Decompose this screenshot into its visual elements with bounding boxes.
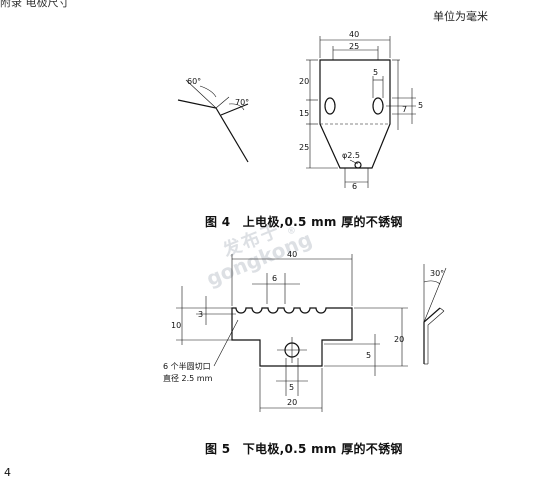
fig5-dim-pitch: 6 xyxy=(272,274,277,283)
fig5-note-line2: 直径 2.5 mm xyxy=(163,373,213,383)
fig5-dim-tab-w: 20 xyxy=(287,398,297,407)
fig5-dim-top-h: 10 xyxy=(171,321,181,330)
fig4-dim-height-top: 20 xyxy=(299,77,309,86)
fig4-angle-top: 60° xyxy=(187,77,201,86)
fig5-angle: 30° xyxy=(430,269,444,278)
fig5-dim-width: 40 xyxy=(287,250,297,259)
fig5-side-view: 30° xyxy=(423,264,447,365)
fig4-dim-hole-h: 5 xyxy=(418,101,423,110)
fig5-dim-tab-slot: 5 xyxy=(289,383,294,392)
fig4-dim-height-bot: 25 xyxy=(299,143,309,152)
fig5-note-line1: 6 个半圆切口 xyxy=(163,361,211,371)
fig4-side-view: 60° 70° xyxy=(177,77,249,163)
fig4-dim-tip: 6 xyxy=(352,182,357,191)
fig5-dim-total-h: 20 xyxy=(394,335,404,344)
units-note: 单位为毫米 xyxy=(433,10,488,23)
fig5-front-view: 40 6 10 3 20 5 5 20 6 个半圆切口 直径 2.5 xyxy=(163,250,408,412)
fig4-dim-inner: 25 xyxy=(349,42,359,51)
page-header: 附录 电极尺寸 xyxy=(0,0,70,9)
fig4-front-view: 40 25 5 20 15 25 7 5 φ2.5 6 xyxy=(299,30,423,191)
fig4-dim-hole-off: 7 xyxy=(402,105,407,114)
page-number: 4 xyxy=(4,466,11,479)
fig4-angle-bottom: 70° xyxy=(235,98,249,107)
figure5-caption: 图 5 下电极,0.5 mm 厚的不锈钢 xyxy=(205,442,403,456)
figure4-caption: 图 4 上电极,0.5 mm 厚的不锈钢 xyxy=(205,215,403,229)
fig4-dim-hole-dia: φ2.5 xyxy=(342,151,360,160)
fig5-dim-tab-h: 5 xyxy=(366,351,371,360)
fig4-dim-width: 40 xyxy=(349,30,359,39)
fig4-dim-height-mid: 15 xyxy=(299,109,309,118)
fig4-dim-hole-w: 5 xyxy=(373,68,378,77)
fig5-dim-slot-depth: 3 xyxy=(198,310,203,319)
